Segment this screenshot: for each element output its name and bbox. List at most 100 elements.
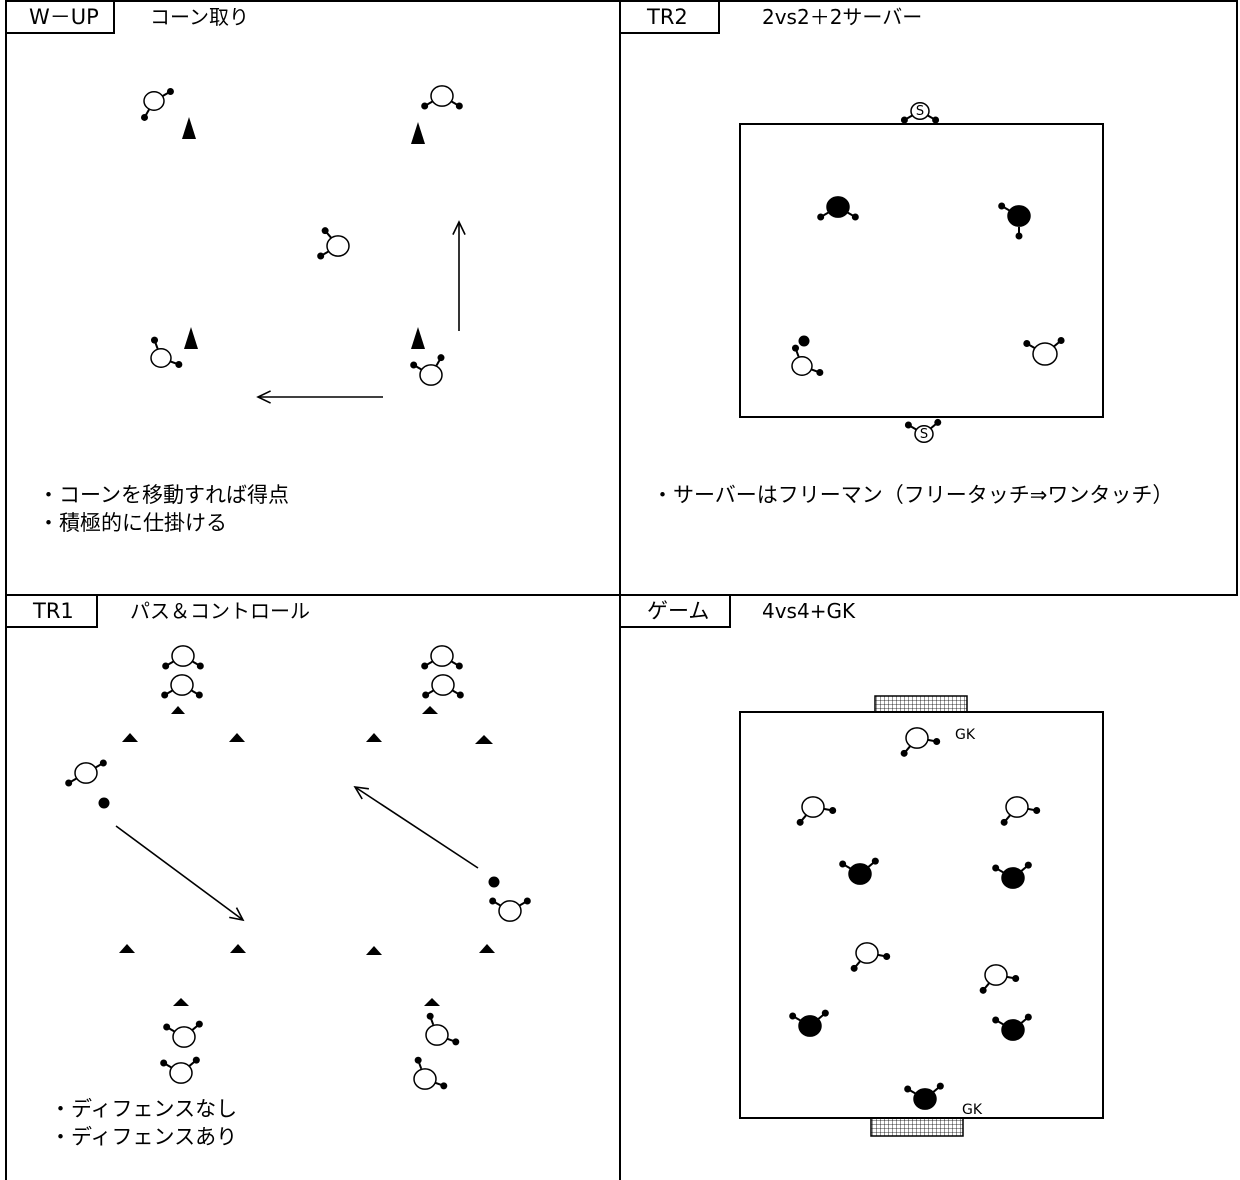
- player-foot: [65, 779, 73, 787]
- player-light: [150, 336, 183, 368]
- player-foot: [141, 113, 148, 121]
- player-foot: [904, 421, 912, 429]
- cone-marker: [184, 327, 198, 349]
- player-body: [910, 101, 930, 121]
- panel-tab-game: ゲーム: [621, 596, 732, 628]
- arrow-head: [452, 220, 466, 235]
- player-foot: [161, 691, 169, 699]
- player-foot: [151, 336, 159, 344]
- player-light: [421, 645, 463, 670]
- player-body: [791, 356, 813, 376]
- player-light: [1000, 796, 1041, 826]
- player-foot: [1023, 340, 1031, 347]
- tr2-diagram: SS: [739, 101, 1104, 444]
- player-body: [984, 964, 1008, 986]
- player-foot: [796, 818, 804, 826]
- player-light: [1023, 337, 1065, 366]
- player-light: [904, 1082, 944, 1110]
- player-light: [141, 88, 174, 121]
- player-light: [422, 674, 464, 699]
- movement-arrow: [353, 785, 479, 869]
- player-foot: [321, 227, 329, 235]
- player-body: [430, 85, 454, 107]
- game-pitch: [739, 711, 1104, 1119]
- panel-subtitle-tr2: 2vs2＋2サーバー: [762, 5, 923, 29]
- player-foot: [816, 368, 824, 376]
- player-foot: [1024, 861, 1032, 869]
- player-foot: [792, 344, 800, 352]
- player-body: [913, 1088, 937, 1110]
- player-light: [796, 796, 837, 826]
- player-foot: [883, 952, 891, 960]
- player-light: [817, 196, 859, 221]
- player-foot: [317, 252, 325, 260]
- player-body: [914, 424, 934, 444]
- player-foot: [455, 662, 463, 670]
- player-foot: [523, 897, 531, 905]
- movement-arrow: [256, 390, 383, 404]
- middle-border: [5, 594, 1238, 596]
- cone-marker: [230, 944, 246, 953]
- left-border: [5, 0, 7, 1180]
- player-body: [419, 364, 443, 386]
- cone-marker: [229, 733, 245, 742]
- player-light: [791, 344, 824, 376]
- player-foot: [99, 759, 107, 767]
- player-foot: [934, 418, 942, 426]
- player-light: [979, 964, 1020, 994]
- panel-tab-wup: W－UP: [7, 2, 115, 34]
- center-divider: [619, 0, 621, 1180]
- movement-arrow: [115, 825, 245, 922]
- player-foot: [162, 662, 170, 670]
- player-light: [163, 1020, 203, 1048]
- player-foot: [455, 102, 463, 110]
- player-foot: [426, 1012, 434, 1020]
- arrow-shaft: [354, 786, 479, 869]
- player-foot: [821, 1009, 829, 1017]
- player-body: [74, 762, 98, 784]
- player-foot: [936, 1082, 944, 1090]
- player-light: [992, 861, 1032, 889]
- player-light: [489, 897, 531, 922]
- player-foot: [1024, 1013, 1032, 1021]
- bottom-goal: [870, 1117, 964, 1137]
- tr2-pitch: [739, 123, 1104, 418]
- player-foot: [871, 857, 879, 865]
- player-body: [1001, 867, 1025, 889]
- top-goal: [874, 695, 968, 713]
- player-foot: [195, 1020, 203, 1028]
- player-light: [992, 1013, 1032, 1041]
- note-line: ・コーンを移動すれば得点: [38, 483, 289, 507]
- ball: [488, 876, 500, 888]
- tr1-diagram: [65, 645, 531, 1090]
- panel-tab-tr1: TR1: [7, 596, 98, 628]
- player-foot: [900, 116, 908, 124]
- player-foot: [1033, 806, 1041, 814]
- player-foot: [979, 986, 987, 994]
- player-body: [1005, 796, 1029, 818]
- player-foot: [904, 1085, 912, 1093]
- note-line: ・ディフェンスなし: [50, 1097, 238, 1121]
- note-line: ・サーバーはフリーマン（フリータッチ⇒ワンタッチ）: [652, 483, 1174, 507]
- player-body: [798, 1015, 822, 1037]
- panel-notes-tr1: ・ディフェンスなし ・ディフェンスあり: [50, 1095, 237, 1151]
- player-light: [900, 727, 941, 757]
- player-foot: [195, 691, 203, 699]
- player-light: [421, 85, 463, 110]
- player-foot: [166, 88, 174, 95]
- ball: [98, 797, 110, 809]
- player-foot: [829, 806, 837, 814]
- arrow-head: [256, 390, 271, 404]
- cone-marker: [479, 944, 495, 953]
- player-foot: [163, 1023, 171, 1031]
- player-body: [150, 348, 172, 368]
- player-light: [789, 1009, 829, 1037]
- player-foot: [196, 662, 204, 670]
- player-body: [430, 645, 454, 667]
- player-foot: [1000, 818, 1008, 826]
- player-body: [431, 674, 455, 696]
- player-light: [413, 1056, 448, 1090]
- player-foot: [410, 361, 418, 369]
- player-light: [317, 227, 350, 260]
- player-body: [1032, 342, 1058, 366]
